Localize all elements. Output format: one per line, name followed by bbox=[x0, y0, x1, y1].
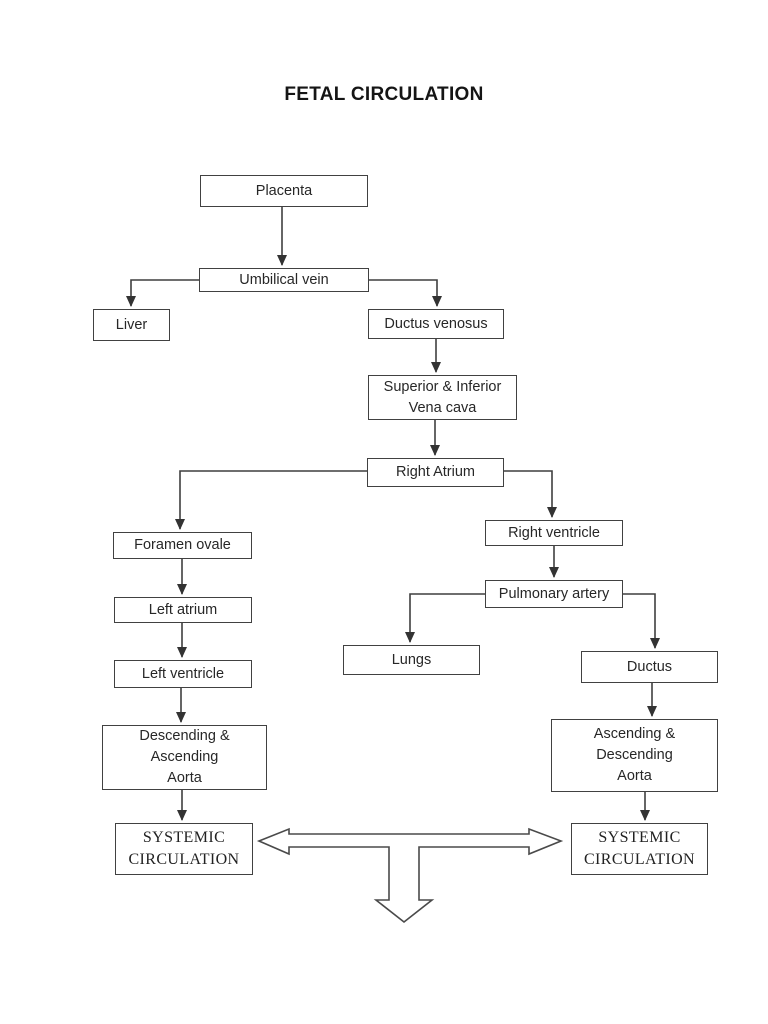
connector-umbilical-vein-liver bbox=[126, 279, 199, 307]
node-umbilical-vein: Umbilical vein bbox=[199, 268, 369, 292]
systemic-flow-hollow-arrow bbox=[256, 827, 564, 924]
node-left-atrium: Left atrium bbox=[114, 597, 252, 623]
connector-right-atrium-right-ventricle bbox=[504, 470, 557, 518]
node-ductus-venosus: Ductus venosus bbox=[368, 309, 504, 339]
node-systemic-circulation-right: SYSTEMIC CIRCULATION bbox=[571, 823, 708, 875]
node-lungs: Lungs bbox=[343, 645, 480, 675]
node-placenta: Placenta bbox=[200, 175, 368, 207]
connector-right-atrium-foramen-ovale bbox=[175, 470, 367, 530]
connector-umbilical-vein-ductus-venosus bbox=[369, 279, 442, 307]
connector-pulmonary-artery-ductus bbox=[623, 593, 660, 649]
node-systemic-circulation-left: SYSTEMIC CIRCULATION bbox=[115, 823, 253, 875]
page-title: FETAL CIRCULATION bbox=[284, 84, 484, 105]
node-descending-ascending-aorta: Descending & Ascending Aorta bbox=[102, 725, 267, 790]
node-liver: Liver bbox=[93, 309, 170, 341]
node-right-atrium: Right Atrium bbox=[367, 458, 504, 487]
connector-pulmonary-artery-lungs bbox=[405, 593, 485, 643]
node-pulmonary-artery: Pulmonary artery bbox=[485, 580, 623, 608]
node-left-ventricle: Left ventricle bbox=[114, 660, 252, 688]
node-right-ventricle: Right ventricle bbox=[485, 520, 623, 546]
node-ascending-descending-aorta: Ascending & Descending Aorta bbox=[551, 719, 718, 792]
node-ductus: Ductus bbox=[581, 651, 718, 683]
node-vena-cava: Superior & Inferior Vena cava bbox=[368, 375, 517, 420]
node-foramen-ovale: Foramen ovale bbox=[113, 532, 252, 559]
